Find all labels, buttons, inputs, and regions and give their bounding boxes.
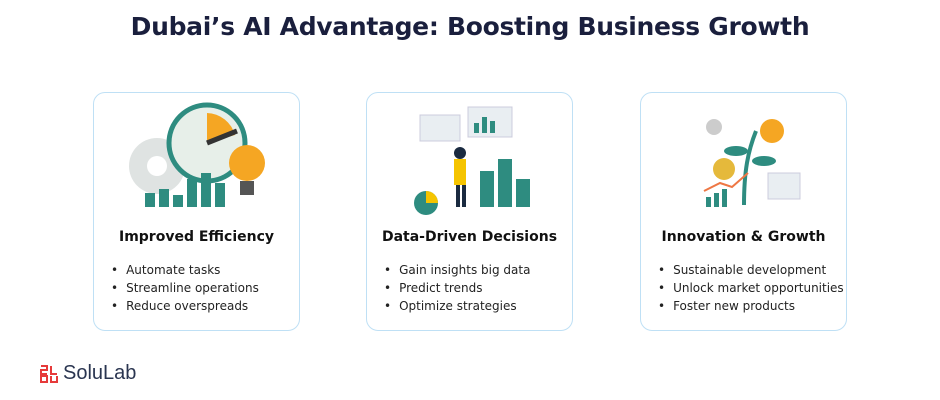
list-item: Optimize strategies	[384, 297, 530, 315]
list-item: Automate tasks	[111, 261, 259, 279]
logo-text: SoluLab	[63, 362, 137, 384]
list-item: Foster new products	[658, 297, 844, 315]
solulab-logo-icon	[40, 364, 58, 383]
list-item: Sustainable development	[658, 261, 844, 279]
list-item: Streamline operations	[111, 279, 259, 297]
efficiency-illustration-icon	[129, 102, 265, 207]
list-item: Gain insights big data	[384, 261, 530, 279]
list-item: Reduce overspreads	[111, 297, 259, 315]
card-title: Innovation & Growth	[661, 229, 826, 245]
card-title: Data-Driven Decisions	[381, 229, 558, 245]
list-item: Predict trends	[384, 279, 530, 297]
data-analysis-illustration-icon	[414, 106, 530, 215]
card-title: Improved Efficiency	[118, 229, 275, 245]
page-title: Dubai’s AI Advantage: Boosting Business …	[130, 12, 810, 41]
list-item: Unlock market opportunities	[658, 279, 844, 297]
card-data-driven-decisions: Data-Driven Decisions Gain insights big …	[366, 92, 573, 331]
card-innovation-growth: Innovation & Growth Sustainable developm…	[640, 92, 847, 331]
solulab-logo: SoluLab	[40, 362, 136, 385]
card-improved-efficiency: Improved Efficiency Automate tasksStream…	[93, 92, 300, 331]
growth-illustration-icon	[703, 119, 801, 207]
